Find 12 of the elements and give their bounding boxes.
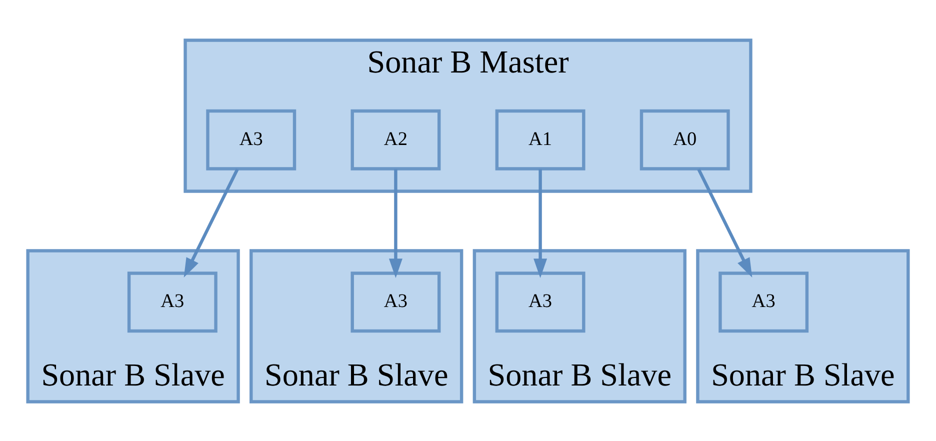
node-box: A3 (718, 271, 809, 332)
arrow (184, 168, 239, 277)
node-box: A3 (350, 271, 441, 332)
arrow (388, 168, 402, 278)
node-box: A2 (350, 108, 441, 170)
node-box: A1 (495, 108, 586, 170)
arrow (697, 168, 752, 277)
node-box: A0 (640, 108, 730, 170)
node-box: A3 (127, 271, 218, 332)
arrow (534, 168, 548, 278)
node-box: A3 (495, 271, 586, 332)
node-box: A3 (206, 108, 296, 170)
